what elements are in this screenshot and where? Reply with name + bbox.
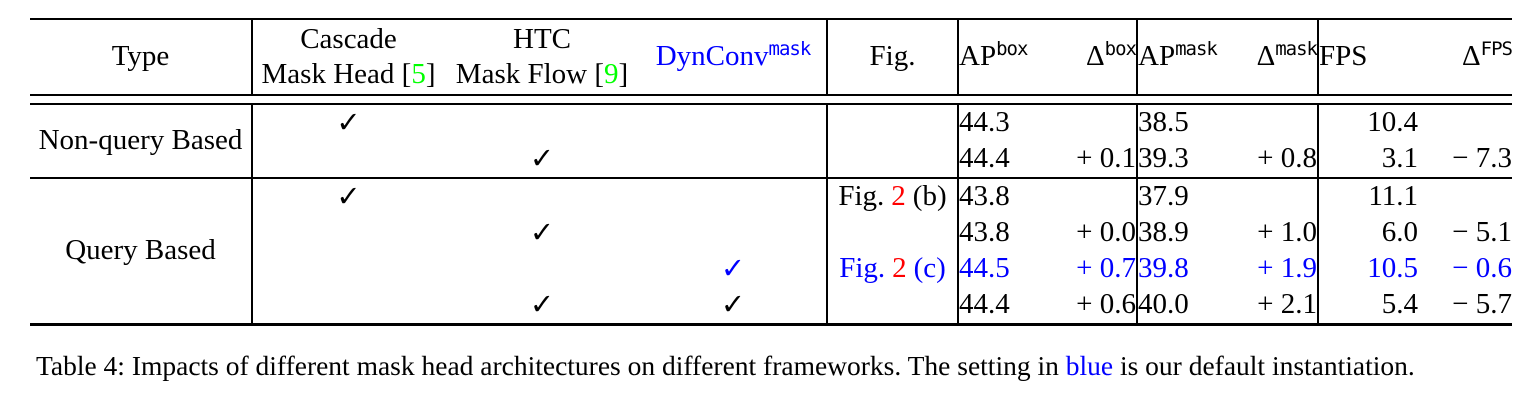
ap-box-value: 43.8 bbox=[959, 180, 1010, 213]
delta-fps-value: − 0.6 bbox=[1452, 252, 1512, 285]
ap-mask-value: 40.0 bbox=[1137, 287, 1242, 326]
fig-ref-cell bbox=[827, 104, 959, 141]
fig-ref-cell: Fig.2(b) bbox=[827, 178, 959, 215]
caption-text: Table 4: Impacts of different mask head … bbox=[36, 350, 1066, 381]
fps-value: 3.1 bbox=[1318, 141, 1418, 179]
figure-2-link[interactable]: 2 bbox=[891, 180, 906, 213]
caption-blue-word: blue bbox=[1065, 350, 1114, 381]
checkmark-dynconv bbox=[640, 104, 828, 141]
fps-value: 11.1 bbox=[1368, 180, 1418, 213]
delta-box-value bbox=[1058, 178, 1138, 215]
fig-ref-cell bbox=[827, 141, 959, 179]
delta-mask-value: + 1.0 bbox=[1242, 215, 1319, 251]
group-label-non-query: Non-query Based bbox=[30, 104, 253, 179]
delta-fps-value bbox=[1418, 104, 1512, 141]
table-row-query-htc: ✓ 43.8 + 0.0 38.9 + 1.0 6.0 − 5.1 bbox=[30, 215, 1512, 251]
col-header-delta-mask: Δmask bbox=[1242, 18, 1319, 96]
delta-box-value: + 0.6 bbox=[1058, 287, 1138, 326]
fps-value: 6.0 bbox=[1381, 216, 1418, 249]
figure-2-link[interactable]: 2 bbox=[892, 252, 907, 285]
delta-box-value bbox=[1058, 104, 1138, 141]
delta-box-value: + 0.1 bbox=[1058, 141, 1138, 179]
checkmark-htc: ✓ bbox=[529, 215, 555, 250]
ap-box-value: 44.3 bbox=[959, 106, 1010, 139]
fig-ref-cell: Fig.2(c) bbox=[827, 251, 959, 287]
fig-ref-cell bbox=[827, 215, 959, 251]
delta-mask-value bbox=[1242, 178, 1319, 215]
table-row-nonquery-cascade: Non-query Based ✓ 44.3 38.5 10.4 bbox=[30, 104, 1512, 179]
checkmark-dynconv: ✓ bbox=[640, 251, 828, 287]
fps-value: 10.4 bbox=[1367, 106, 1418, 139]
table-caption: Table 4: Impacts of different mask head … bbox=[36, 350, 1518, 382]
ap-box-value: 44.4 bbox=[958, 287, 1058, 326]
col-header-type: Type bbox=[30, 18, 253, 96]
delta-fps-value: − 7.3 bbox=[1418, 141, 1512, 179]
checkmark-dynconv bbox=[640, 178, 828, 215]
ap-box-value: 44.4 bbox=[958, 141, 1058, 179]
checkmark-htc bbox=[444, 251, 640, 287]
checkmark-dynconv bbox=[640, 215, 828, 251]
citation-5-link[interactable]: 5 bbox=[411, 58, 426, 90]
checkmark-cascade: ✓ bbox=[336, 179, 361, 214]
fig-ref-cell bbox=[827, 287, 959, 326]
delta-mask-value: + 2.1 bbox=[1242, 287, 1319, 326]
delta-mask-value: + 0.8 bbox=[1242, 141, 1319, 179]
caption-text-end: is our default instantiation. bbox=[1113, 350, 1415, 381]
dynconv-superscript: mask bbox=[768, 37, 812, 60]
checkmark-cascade: ✓ bbox=[336, 105, 361, 140]
delta-fps-value: − 5.1 bbox=[1452, 216, 1512, 249]
double-rule-spacer bbox=[30, 95, 1512, 105]
checkmark-htc bbox=[444, 104, 640, 141]
delta-box-value: + 0.0 bbox=[1058, 215, 1138, 251]
checkmark-htc: ✓ bbox=[444, 287, 640, 326]
col-header-delta-fps: ΔFPS bbox=[1418, 18, 1513, 96]
col-header-dynconv: DynConvmask bbox=[640, 18, 828, 96]
col-header-ap-box: APbox bbox=[958, 18, 1058, 96]
checkmark-dynconv bbox=[640, 141, 828, 179]
table-row-query-htc-dynconv: ✓ ✓ 44.4 + 0.6 40.0 + 2.1 5.4 − 5.7 bbox=[30, 287, 1512, 326]
delta-mask-value: + 1.9 bbox=[1242, 251, 1319, 287]
ap-mask-value: 38.5 bbox=[1138, 106, 1189, 139]
col-header-ap-mask: APmask bbox=[1137, 18, 1242, 96]
checkmark-dynconv: ✓ bbox=[640, 287, 828, 326]
checkmark-htc: ✓ bbox=[444, 141, 640, 179]
ap-mask-value: 39.3 bbox=[1137, 141, 1242, 179]
checkmark-cascade bbox=[252, 141, 444, 179]
checkmark-cascade bbox=[252, 251, 444, 287]
col-header-fig: Fig. bbox=[827, 18, 959, 96]
ap-box-value: 44.5 bbox=[959, 252, 1010, 285]
delta-box-value: + 0.7 bbox=[1058, 251, 1138, 287]
checkmark-cascade bbox=[252, 287, 444, 326]
group-label-query: Query Based bbox=[30, 178, 253, 326]
checkmark-htc bbox=[444, 178, 640, 215]
ap-mask-value: 39.8 bbox=[1138, 252, 1189, 285]
delta-mask-value bbox=[1242, 104, 1319, 141]
ap-mask-value: 38.9 bbox=[1138, 216, 1189, 249]
fps-value: 5.4 bbox=[1318, 287, 1418, 326]
delta-fps-value: − 5.7 bbox=[1418, 287, 1512, 326]
citation-9-link[interactable]: 9 bbox=[604, 58, 619, 90]
fps-value: 10.5 bbox=[1367, 252, 1418, 285]
col-header-fps: FPS bbox=[1318, 18, 1418, 96]
table-row-query-cascade: Query Based ✓ Fig.2(b) 43.8 37.9 11.1 bbox=[30, 178, 1512, 326]
checkmark-cascade bbox=[252, 215, 444, 251]
ap-mask-value: 37.9 bbox=[1138, 180, 1189, 213]
delta-fps-value bbox=[1418, 178, 1512, 215]
table-row-query-dynconv-default: ✓ Fig.2(c) 44.5 + 0.7 39.8 + 1.9 10.5 − … bbox=[30, 251, 1512, 287]
table-row-nonquery-htc: ✓ 44.4 + 0.1 39.3 + 0.8 3.1 − 7.3 bbox=[30, 141, 1512, 179]
ap-box-value: 43.8 bbox=[959, 216, 1010, 249]
col-header-delta-box: Δbox bbox=[1058, 18, 1138, 96]
